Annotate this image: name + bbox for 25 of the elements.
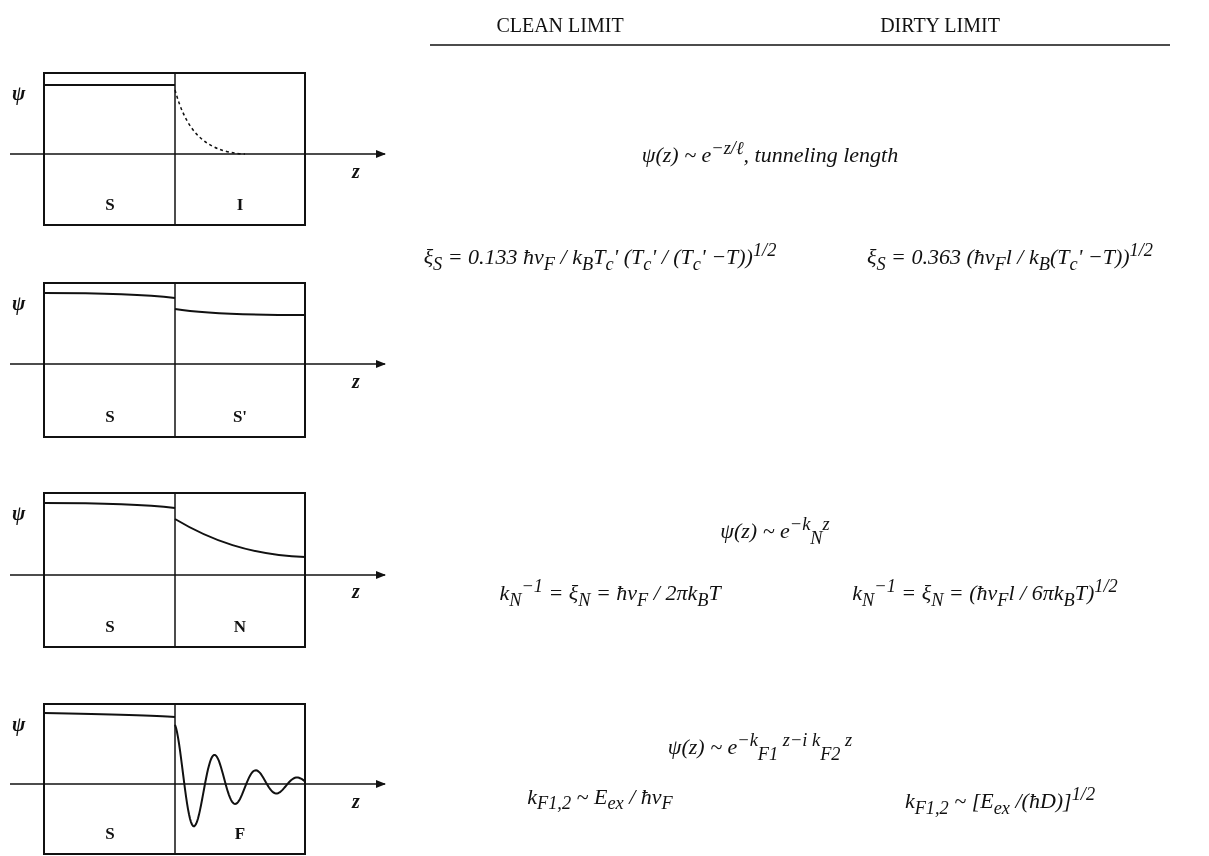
region-label: S' — [232, 407, 248, 427]
region-label: S — [105, 824, 115, 844]
region-label: S — [105, 195, 115, 215]
formula: k$_{F1,2}$ ~ [E$_{ex}$ /(ħD)]$^{1/2}$ — [904, 784, 1096, 819]
column-header: CLEAN LIMIT — [496, 14, 624, 37]
formula: ξ$_{S}$ = 0.133 ħv$_{F}$ / k$_{B}$T$_{c}$' (T$_{c}$' / (T$_{c}$' −T))$^{1/2}$ — [423, 240, 777, 275]
axis-label: ψ — [12, 292, 26, 315]
region-label: S — [105, 407, 115, 427]
region-label: F — [234, 824, 246, 844]
axis-label: ψ — [12, 82, 26, 105]
axis-label: z — [352, 580, 360, 603]
formula: ψ(z) ~ e$^{−z/ℓ}$, tunneling length — [641, 138, 899, 169]
formula: k$_{N}$$^{−1}$ = ξ$_{N}$ = (ħv$_{F}$l / 6πk$_{B}$T)$^{1/2}$ — [852, 576, 1118, 611]
formula: k$_{F1,2}$ ~ E$_{ex}$ / ħv$_{F}$ — [527, 784, 673, 815]
formula: k$_{N}$$^{−1}$ = ξ$_{N}$ = ħv$_{F}$ / 2πk$_{B}$T — [499, 576, 721, 611]
axis-label: ψ — [12, 713, 26, 736]
region-label: N — [233, 617, 247, 637]
axis-label: z — [352, 160, 360, 183]
region-label: I — [236, 195, 244, 215]
axis-label: z — [352, 370, 360, 393]
region-label: S — [105, 617, 115, 637]
axis-label: z — [352, 790, 360, 813]
column-header: DIRTY LIMIT — [880, 14, 1000, 37]
axis-label: ψ — [12, 502, 26, 525]
formula: ξ$_{S}$ = 0.363 (ħv$_{F}$l / k$_{B}$(T$_{c}$' −T))$^{1/2}$ — [867, 240, 1153, 275]
